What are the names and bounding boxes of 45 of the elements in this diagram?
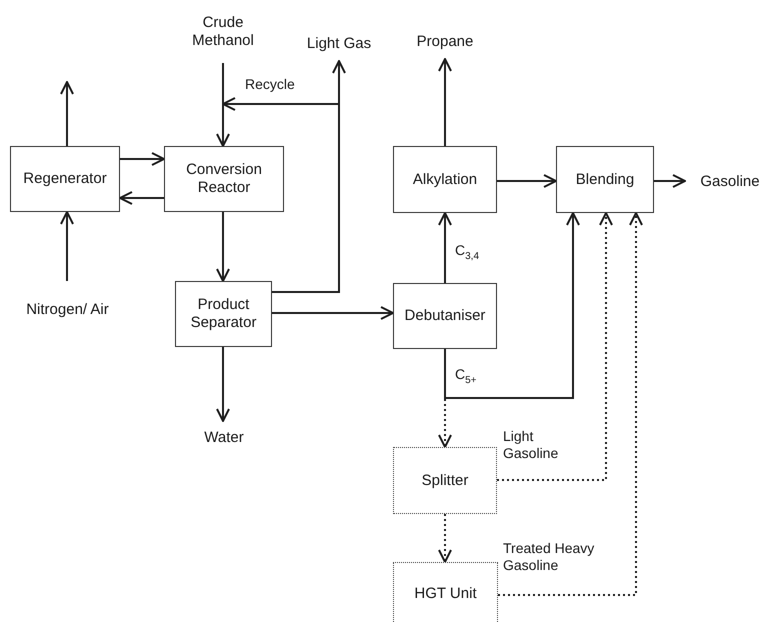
dotted-arrow [498, 212, 643, 596]
product-label: Water [198, 428, 250, 448]
product-label: Gasoline [692, 172, 768, 192]
edge-label: Treated Heavy Gasoline [503, 540, 596, 574]
process-box [556, 146, 654, 213]
product-label: Propane [405, 32, 485, 52]
arrow [272, 60, 346, 293]
arrow [60, 211, 74, 281]
dotted-arrow [497, 212, 613, 481]
arrow [216, 212, 230, 282]
arrow [444, 212, 580, 399]
product-label: Light Gas [296, 34, 382, 54]
arrow [216, 347, 230, 422]
process-name: HGT Unit [414, 584, 477, 602]
arrow [60, 81, 74, 146]
dotted-arrow [438, 514, 452, 563]
arrow [438, 212, 452, 283]
process-name: Conversion Reactor [185, 161, 263, 197]
arrow [497, 174, 557, 188]
process-box [393, 146, 497, 213]
process-name: Alkylation [412, 170, 478, 188]
feed-label: Crude Methanol [183, 8, 263, 56]
arrow [119, 191, 164, 205]
optional-process-box [393, 447, 497, 514]
arrow [120, 152, 165, 166]
arrow [272, 306, 394, 320]
process-name: Debutaniser [404, 307, 486, 325]
edge-label: Light Gasoline [503, 428, 560, 462]
edge-label: Recycle [245, 76, 295, 93]
edge-label: C$_{5+}$ [455, 366, 477, 387]
process-name: Regenerator [23, 170, 107, 188]
process-box [393, 283, 497, 349]
process-box [10, 146, 120, 212]
dotted-arrow [438, 349, 452, 448]
arrow [438, 58, 452, 146]
optional-process-box [393, 562, 498, 622]
arrow [654, 174, 686, 188]
feed-label: Nitrogen/ Air [25, 288, 110, 332]
process-box [175, 281, 272, 347]
arrow [216, 63, 230, 147]
edge-label: C$_{3,4}$ [455, 242, 480, 263]
process-name: Splitter [422, 472, 468, 490]
process-box [164, 146, 284, 212]
process-name: Product Separator [190, 296, 258, 332]
process-name: Blending [576, 170, 634, 188]
